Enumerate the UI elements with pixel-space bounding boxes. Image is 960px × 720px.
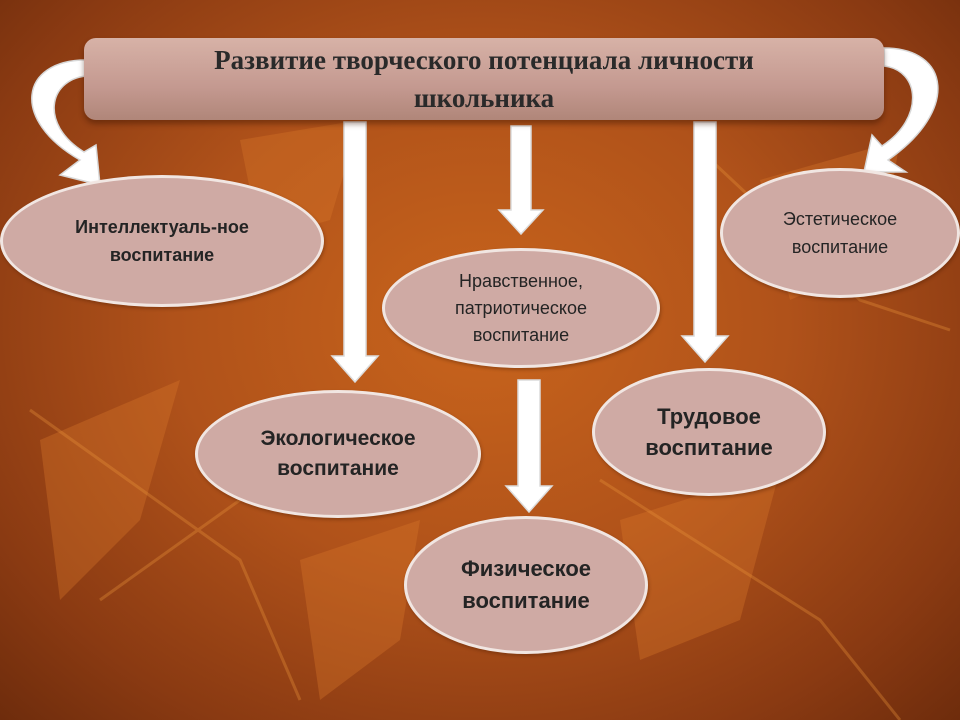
node-aesthetic-label: Эстетическое воспитание: [782, 209, 898, 257]
arrow-to-moral: [497, 125, 545, 236]
node-intellectual: Интеллектуаль-ное воспитание: [0, 175, 324, 307]
node-moral: Нравственное, патриотическое воспитание: [382, 248, 660, 368]
node-intellectual-label: Интеллектуаль-ное воспитание: [75, 217, 249, 265]
curved-arrow-left: [31, 59, 101, 186]
arrow-to-physical: [504, 379, 554, 514]
arrow-to-ecological: [330, 121, 380, 384]
diagram-title: Развитие творческого потенциала личности…: [214, 45, 754, 113]
node-labor: Трудовое воспитание: [592, 368, 826, 496]
node-aesthetic: Эстетическое воспитание: [720, 168, 960, 298]
node-moral-label: Нравственное, патриотическое воспитание: [454, 270, 588, 345]
node-physical: Физическое воспитание: [404, 516, 648, 654]
node-ecological: Экологическое воспитание: [195, 390, 481, 518]
curved-arrow-right: [863, 47, 939, 173]
node-labor-label: Трудовое воспитание: [645, 404, 773, 460]
arrow-to-labor: [680, 121, 730, 364]
node-physical-label: Физическое воспитание: [460, 556, 592, 613]
node-ecological-label: Экологическое воспитание: [260, 427, 416, 480]
title-box: Развитие творческого потенциала личности…: [84, 38, 884, 120]
